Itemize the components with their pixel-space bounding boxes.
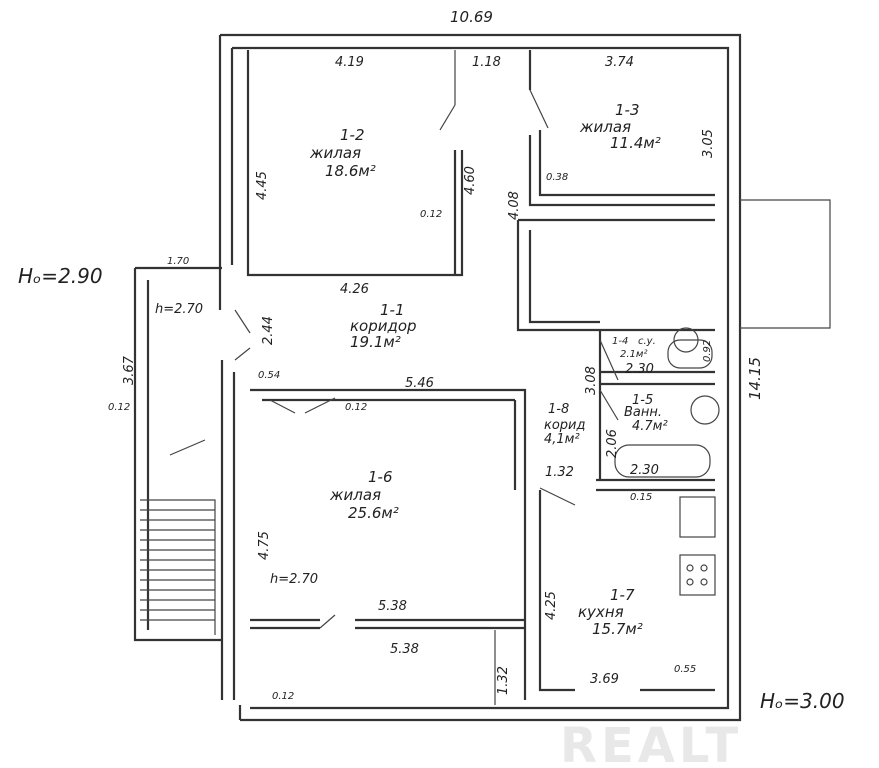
svg-text:3.08: 3.08 [584,366,599,395]
svg-text:коридор: коридор [350,317,417,335]
svg-text:0.15: 0.15 [630,492,652,503]
svg-text:0.38: 0.38 [546,172,568,183]
svg-text:4.25: 4.25 [544,591,559,620]
svg-text:4.08: 4.08 [507,191,522,220]
room-1-6: 1-6 жилая 25.6м² [329,468,399,522]
svg-text:1-1: 1-1 [380,301,405,319]
svg-text:18.6м²: 18.6м² [325,162,376,180]
svg-text:1.18: 1.18 [472,55,501,70]
room-1-1: 1-1 коридор 19.1м² [350,301,417,351]
dimensions: 10.69 4.19 1.18 3.74 4.45 4.60 3.05 4.08… [108,8,764,702]
room-1-2: 1-2 жилая 18.6м² [309,126,376,180]
svg-text:15.7м²: 15.7м² [592,620,643,638]
svg-text:1-8: 1-8 [548,402,569,417]
svg-text:25.6м²: 25.6м² [348,504,399,522]
svg-text:3.74: 3.74 [605,55,634,70]
stairs [140,509,215,621]
svg-text:0.12: 0.12 [272,691,294,702]
svg-text:3.67: 3.67 [122,355,137,385]
svg-text:2.30: 2.30 [625,362,654,377]
room-1-7: 1-7 кухня 15.7м² [578,586,643,638]
svg-text:1-2: 1-2 [340,126,365,144]
room-1-5: 1-5 Ванн. 4.7м² [624,393,668,434]
svg-text:1-4: 1-4 [612,336,628,347]
svg-text:1.70: 1.70 [167,256,189,267]
svg-text:2.06: 2.06 [605,429,620,458]
height-right: Hₒ=3.00 [760,689,845,713]
svg-text:1-6: 1-6 [368,468,393,486]
porch-height: h=2.70 [155,302,203,317]
svg-text:1.32: 1.32 [496,666,511,695]
room-1-4: 1-4 с.у. 2.1м² [612,336,656,360]
svg-text:жилая: жилая [329,486,381,504]
svg-text:0.92: 0.92 [702,340,713,362]
svg-text:4.19: 4.19 [335,55,364,70]
fixtures [614,327,720,596]
svg-text:0.12: 0.12 [420,209,442,220]
svg-text:4.45: 4.45 [255,171,270,200]
svg-text:2.30: 2.30 [630,463,659,478]
svg-text:5.38: 5.38 [378,599,407,614]
svg-text:2.1м²: 2.1м² [620,349,647,360]
svg-text:4.60: 4.60 [463,166,478,195]
svg-text:5.46: 5.46 [405,376,434,391]
room-1-4-name: с.у. [638,336,656,347]
room-1-8: 1-8 корид 4,1м² [544,402,586,447]
height-left: Hₒ=2.90 [18,264,103,288]
doors [169,89,619,629]
svg-text:Ванн.: Ванн. [624,405,662,420]
svg-text:4.7м²: 4.7м² [632,419,668,434]
walls [133,33,831,722]
svg-text:0.12: 0.12 [108,402,130,413]
svg-text:0.55: 0.55 [674,664,696,675]
svg-text:19.1м²: 19.1м² [350,333,401,351]
svg-text:4.26: 4.26 [340,282,369,297]
svg-text:4.75: 4.75 [257,531,272,560]
svg-text:11.4м²: 11.4м² [610,134,661,152]
svg-text:14.15: 14.15 [746,357,764,400]
svg-text:3.05: 3.05 [701,129,716,158]
svg-text:0.12: 0.12 [345,402,367,413]
svg-text:1-3: 1-3 [615,101,640,119]
svg-text:1-7: 1-7 [610,586,635,604]
svg-text:жилая: жилая [579,118,631,136]
room-1-3: 1-3 жилая 11.4м² [579,101,661,152]
svg-text:4,1м²: 4,1м² [544,432,580,447]
svg-text:10.69: 10.69 [450,8,493,26]
svg-text:2.44: 2.44 [261,316,276,345]
svg-text:кухня: кухня [578,603,624,621]
watermark: REALT [560,718,742,768]
svg-text:3.69: 3.69 [590,672,619,687]
room16-height: h=2.70 [270,572,318,587]
svg-text:1.32: 1.32 [545,465,574,480]
svg-text:0.54: 0.54 [258,370,280,381]
svg-text:корид: корид [544,418,586,433]
svg-text:5.38: 5.38 [390,642,419,657]
svg-text:жилая: жилая [309,144,361,162]
svg-text:1-5: 1-5 [632,393,653,408]
